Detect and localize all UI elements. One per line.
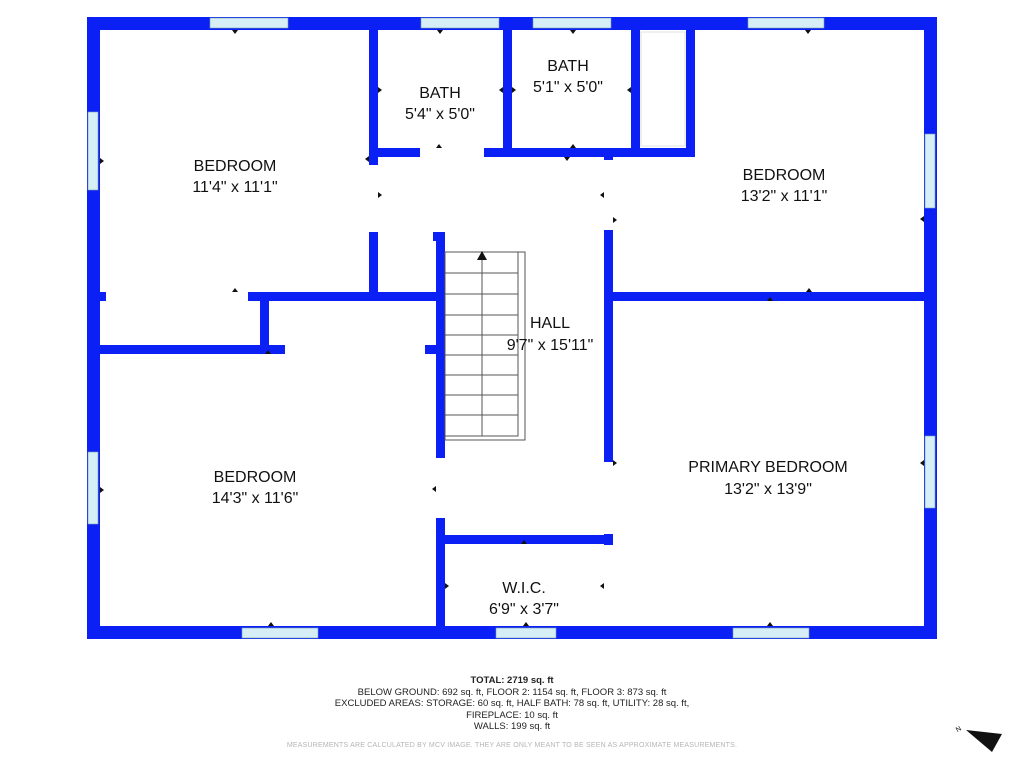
room-size-hall: 9'7" x 15'11" [506, 337, 594, 354]
room-name-hall: HALL [529, 315, 571, 332]
room-size-bedroom-ne: 13'2" x 11'1" [740, 188, 828, 205]
area-totals: TOTAL: 2719 sq. ft BELOW GROUND: 692 sq.… [0, 675, 1024, 733]
room-name-bath-left: BATH [419, 85, 461, 102]
room-size-bath-right: 5'1" x 5'0" [533, 79, 603, 96]
room-name-bath-right: BATH [547, 58, 589, 75]
excluded-areas: EXCLUDED AREAS: STORAGE: 60 sq. ft, HALF… [334, 698, 690, 709]
room-size-bath-left: 5'4" x 5'0" [405, 106, 475, 123]
room-name-wic: W.I.C. [502, 580, 546, 597]
room-name-bedroom-sw: BEDROOM [213, 469, 297, 486]
windows [87, 17, 936, 639]
measurement-disclaimer: MEASUREMENTS ARE CALCULATED BY MCV IMAGE… [286, 742, 738, 749]
room-size-primary-bedroom: 13'2" x 13'9" [724, 481, 812, 498]
dimension-markers [100, 30, 924, 626]
room-name-bedroom-nw: BEDROOM [193, 158, 277, 175]
room-name-bedroom-ne: BEDROOM [742, 167, 826, 184]
north-arrow-icon: N [955, 725, 1002, 752]
walls-area: WALLS: 199 sq. ft [473, 721, 551, 732]
room-size-bedroom-sw: 14'3" x 11'6" [211, 490, 299, 507]
north-label: N [955, 725, 963, 734]
staircase [444, 251, 526, 441]
room-size-bedroom-nw: 11'4" x 11'1" [192, 179, 278, 196]
floor-plan [87, 17, 937, 639]
area-breakdown: BELOW GROUND: 692 sq. ft, FLOOR 2: 1154 … [357, 686, 667, 698]
room-size-wic: 6'9" x 3'7" [489, 601, 559, 618]
door-openings [106, 148, 613, 623]
room-name-primary-bedroom: PRIMARY BEDROOM [688, 459, 848, 476]
fireplace-area: FIREPLACE: 10 sq. ft [466, 709, 558, 721]
total-area: TOTAL: 2719 sq. ft [470, 675, 554, 686]
stair-arrow-icon [477, 251, 487, 260]
